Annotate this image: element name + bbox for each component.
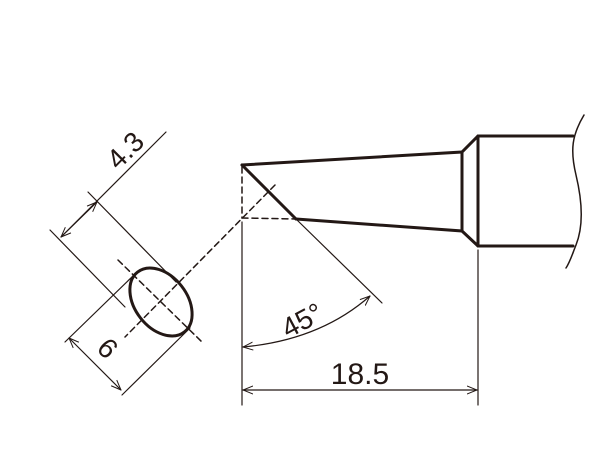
hidden-lines — [117, 166, 297, 343]
width-dimension-label: 4.3 — [101, 126, 150, 175]
break-line — [565, 114, 585, 269]
dimension-lines — [49, 131, 479, 406]
thickness-dimension-label: 6 — [91, 332, 124, 365]
angle-dimension-label: 45° — [276, 297, 328, 344]
tip-cross-section — [128, 266, 194, 338]
length-dimension-label: 18.5 — [331, 358, 389, 391]
tip-outline — [240, 134, 575, 248]
